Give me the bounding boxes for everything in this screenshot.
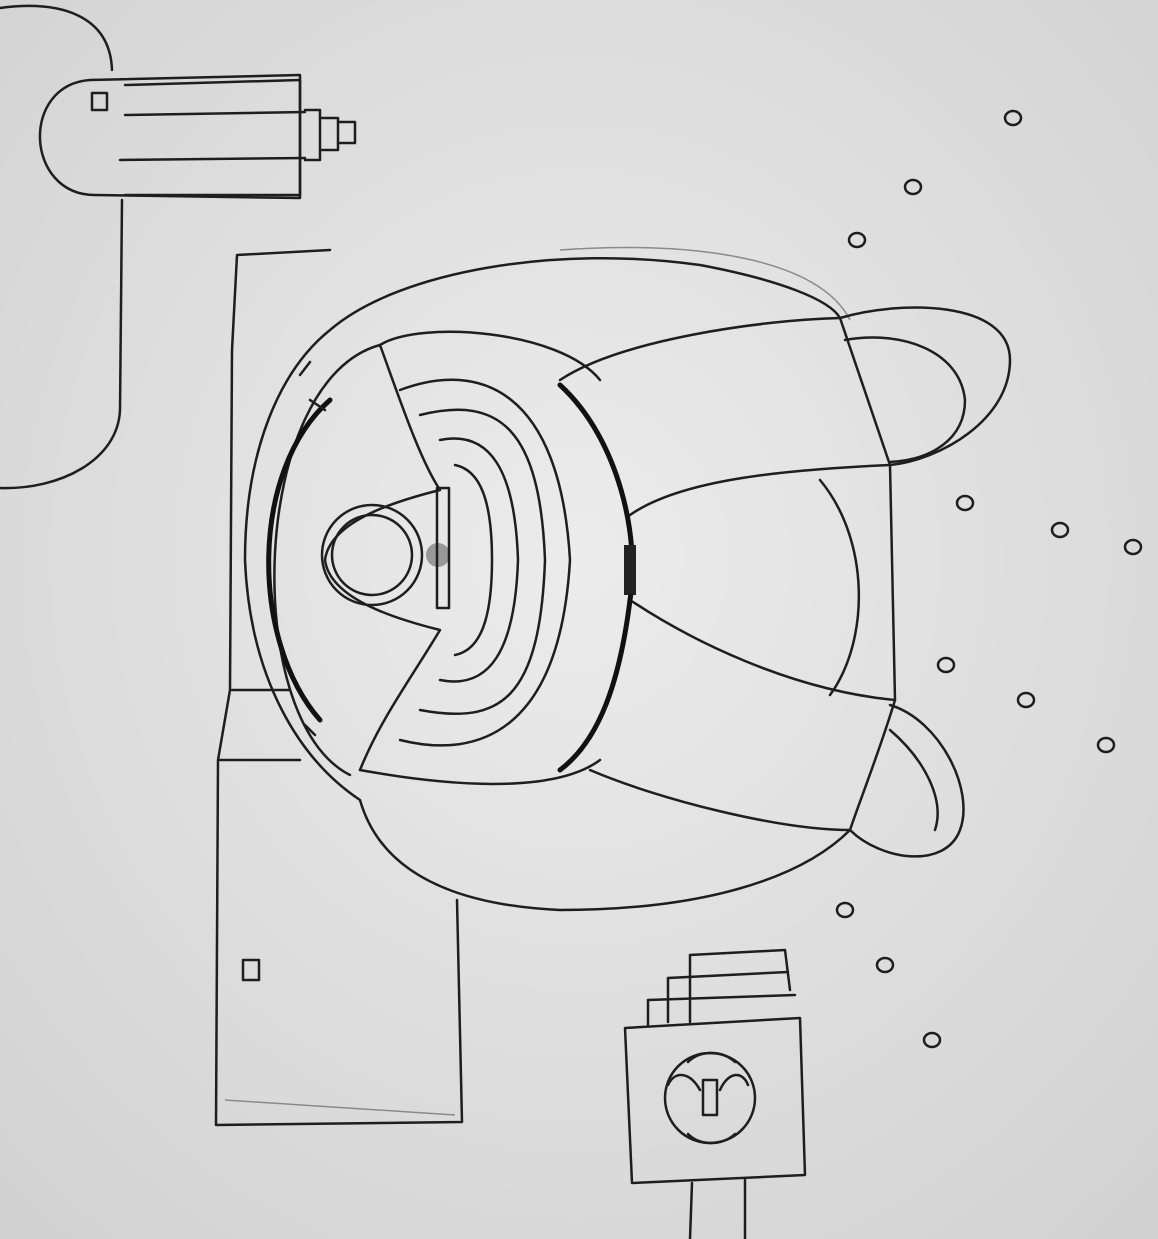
bubble-dot [922, 1031, 942, 1049]
capsule-device [38, 73, 357, 200]
wheel-icon [663, 1051, 757, 1145]
bubble-dot [1016, 691, 1036, 709]
bubble-dot [1050, 521, 1070, 539]
bubble-dot [1003, 109, 1023, 127]
base-panel [214, 248, 464, 1127]
bubble-dot [835, 901, 855, 919]
cable [0, 4, 124, 490]
bubble-dot [936, 656, 956, 674]
bubbles [835, 109, 1143, 1049]
round-creature [243, 246, 1012, 912]
card-stack [623, 948, 807, 1239]
bubble-dot [1123, 538, 1143, 556]
bubble-dot [1096, 736, 1116, 754]
bubble-dot [875, 956, 895, 974]
bubble-dot [847, 231, 867, 249]
bubble-dot [903, 178, 923, 196]
bubble-dot [955, 494, 975, 512]
